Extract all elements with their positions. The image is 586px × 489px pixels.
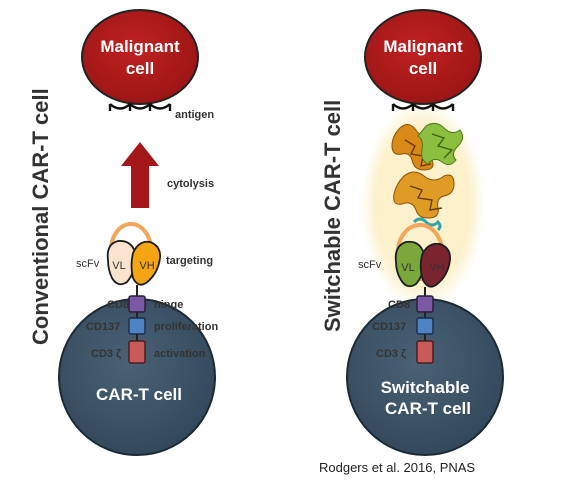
left-cd8-domain xyxy=(128,295,146,313)
left-vh-label: VH xyxy=(139,260,154,272)
right-panel: Switchable CAR-T cell Malignant cell VL … xyxy=(320,9,504,456)
left-antigen-label: antigen xyxy=(175,109,214,121)
hinge-label: hinge xyxy=(154,299,183,311)
left-malignant-label-2: cell xyxy=(126,59,154,78)
targeting-label: targeting xyxy=(166,255,213,267)
left-cd3-label: CD3 ζ xyxy=(91,348,121,360)
right-cd3-domain xyxy=(416,340,434,364)
left-cd3-domain xyxy=(128,340,146,364)
right-car-t-label-2: CAR-T cell xyxy=(385,399,471,418)
right-vl-label: VL xyxy=(401,262,414,274)
switch-molecule-icon xyxy=(391,122,464,232)
left-cd8-label: CD8 xyxy=(107,299,129,311)
left-vl-label: VL xyxy=(112,260,125,272)
right-scfv-label: scFv xyxy=(358,259,382,271)
left-cd137-label: CD137 xyxy=(86,321,120,333)
right-malignant-cell xyxy=(364,9,482,105)
citation: Rodgers et al. 2016, PNAS xyxy=(319,460,475,475)
left-antigen-icon xyxy=(108,103,172,111)
right-cd8-domain xyxy=(416,295,434,313)
right-cd137-label: CD137 xyxy=(372,321,406,333)
proliferation-label: proliferation xyxy=(154,321,218,333)
left-title: Conventional CAR-T cell xyxy=(28,88,53,345)
left-car-t-label: CAR-T cell xyxy=(96,385,182,404)
left-vh-domain xyxy=(130,240,161,286)
left-scfv-label: scFv xyxy=(76,258,100,270)
right-cd8-label: CD8 xyxy=(388,299,410,311)
right-cd137-domain xyxy=(416,317,434,335)
left-cd137-domain xyxy=(128,317,146,335)
left-malignant-cell xyxy=(81,9,199,105)
right-vh-label: VH xyxy=(429,262,444,274)
right-malignant-label-2: cell xyxy=(409,59,437,78)
right-car-t-label-1: Switchable xyxy=(381,378,470,397)
cytolysis-label: cytolysis xyxy=(167,178,214,190)
cytolysis-arrow xyxy=(121,142,159,208)
right-malignant-label-1: Malignant xyxy=(383,37,463,56)
right-cd3-label: CD3 ζ xyxy=(376,348,406,360)
left-malignant-label-1: Malignant xyxy=(100,37,180,56)
activation-label: activation xyxy=(154,348,206,360)
right-antigen-icon xyxy=(391,103,455,111)
right-title: Switchable CAR-T cell xyxy=(320,100,345,332)
right-vh-domain xyxy=(419,242,451,288)
left-panel: Conventional CAR-T cell Malignant cell a… xyxy=(28,9,218,456)
